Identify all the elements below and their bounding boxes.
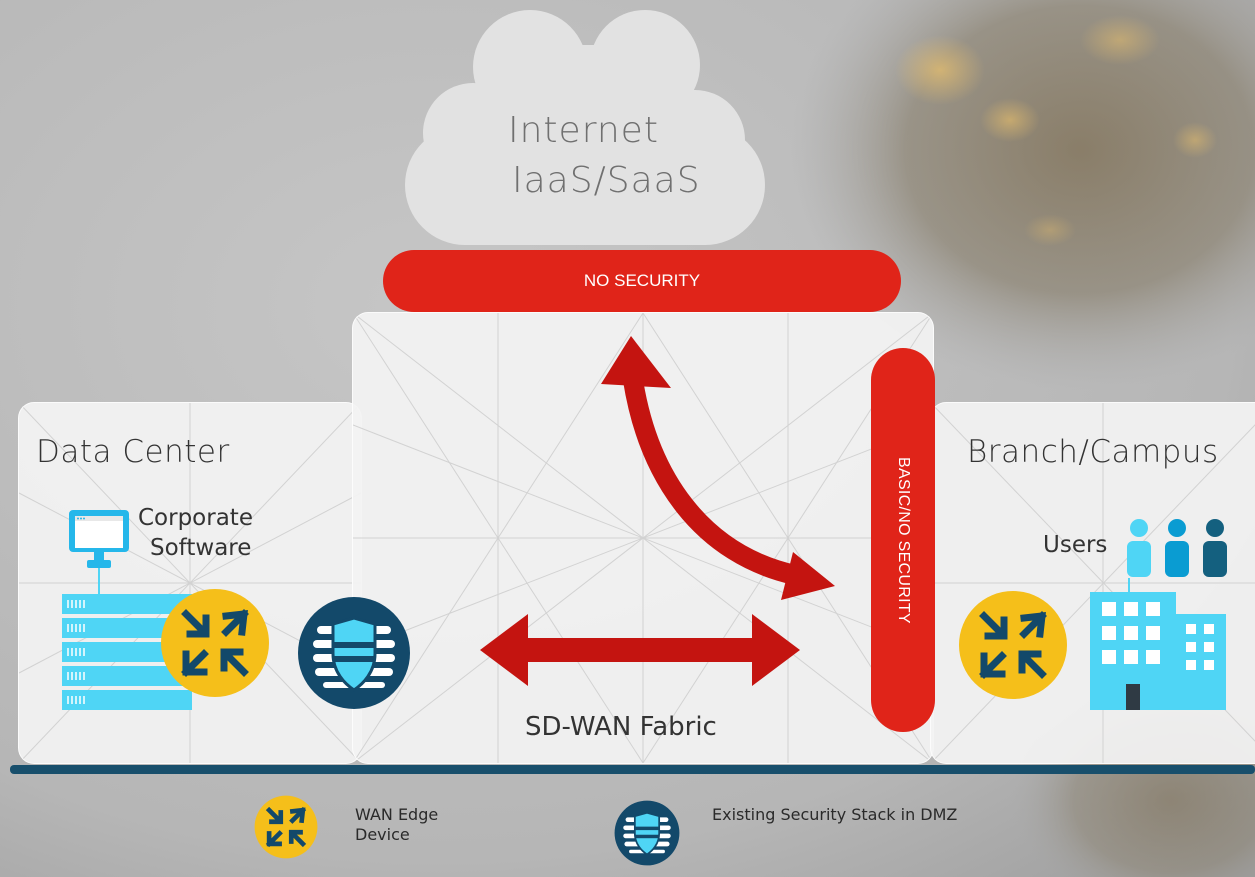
users-connector-line	[1128, 578, 1130, 598]
cloud-icon	[405, 10, 765, 245]
internet-security-status-pill: NO SECURITY	[383, 250, 901, 312]
wan-edge-router-icon	[161, 589, 269, 697]
security-stack-shield-icon	[298, 597, 410, 709]
branch-campus-title: Branch/Campus	[967, 434, 1219, 470]
building-icon	[1090, 592, 1226, 710]
legend-security-stack-label: Existing Security Stack in DMZ	[712, 805, 958, 824]
curved-double-headed-arrow-icon	[601, 336, 835, 600]
monitor-icon	[69, 510, 129, 568]
corporate-software-label-line2: Software	[150, 535, 252, 561]
data-center-title: Data Center	[36, 434, 230, 470]
branch-wan-edge-router-icon	[959, 591, 1067, 699]
branch-security-status-pill: BASIC/NO SECURITY	[871, 348, 935, 732]
cloud-title-line2: IaaS/SaaS	[512, 160, 701, 201]
legend-wan-edge-label: WAN Edge Device	[355, 805, 438, 845]
legend-wan-edge-icon	[254, 795, 318, 859]
legend-security-stack-icon	[614, 800, 680, 866]
internet-security-status-label: NO SECURITY	[583, 271, 701, 290]
cloud-title-line1: Internet	[508, 110, 659, 151]
legend-wan-edge-label-line2: Device	[355, 825, 410, 844]
users-icon	[1127, 519, 1227, 577]
branch-security-status-label: BASIC/NO SECURITY	[895, 456, 912, 624]
network-base-line	[10, 765, 1255, 774]
corporate-software-label-line1: Corporate	[138, 505, 253, 531]
sd-wan-fabric-label: SD-WAN Fabric	[525, 712, 717, 742]
users-label: Users	[1043, 532, 1108, 558]
server-rack-icon	[62, 594, 192, 710]
legend-wan-edge-label-line1: WAN Edge	[355, 805, 439, 824]
double-headed-arrow-icon	[480, 614, 800, 686]
monitor-connector-line	[98, 568, 100, 596]
